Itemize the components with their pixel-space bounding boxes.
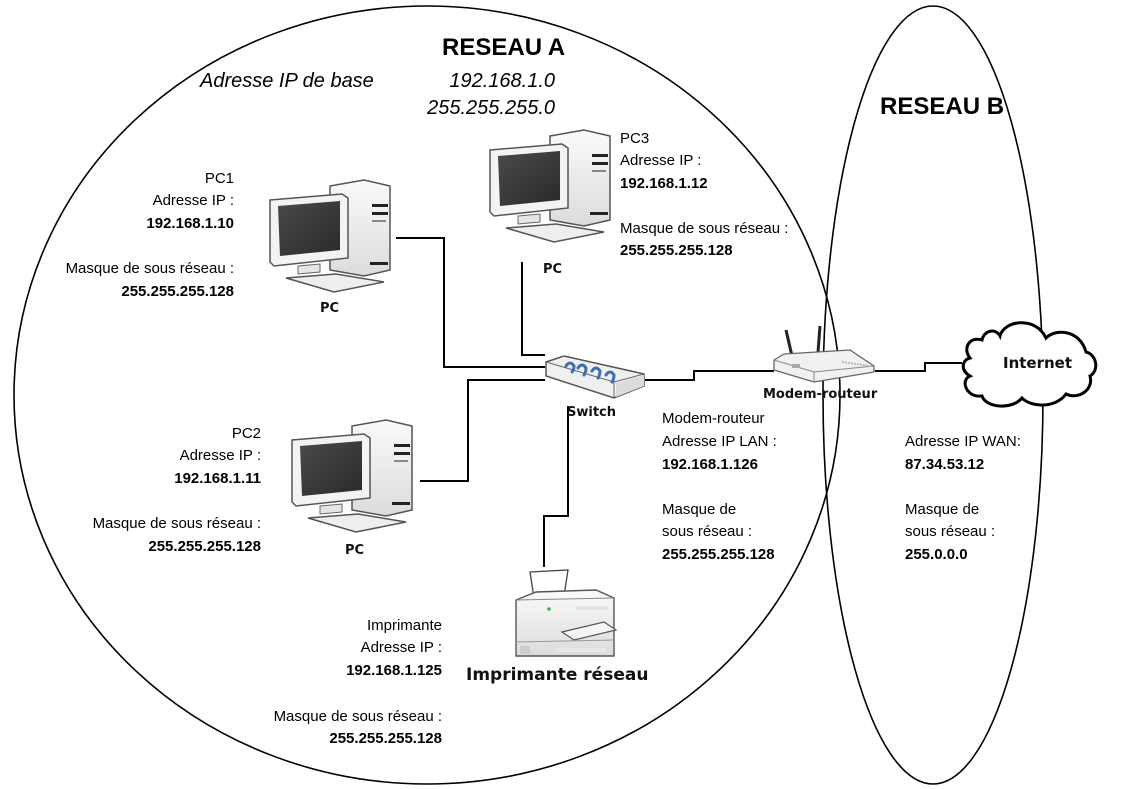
pc2-mask-label: Masque de sous réseau : (92, 515, 261, 532)
pc3-computer-icon (489, 129, 611, 243)
pc1-name: PC1 (204, 170, 234, 187)
network-a-boundary (13, 5, 841, 785)
printer-ip-value: 192.168.1.125 (346, 662, 442, 679)
router-lan-mask-label-1: Masque de (662, 501, 737, 518)
network-b-title: RESEAU B (880, 93, 1005, 120)
router-wan-mask-label-1: Masque de (905, 501, 980, 518)
cable-pc2-switch (420, 379, 545, 482)
pc3-icon-label: PC (543, 262, 563, 277)
base-ip-value: 192.168.1.0 (449, 70, 555, 92)
internet-cloud-icon (961, 321, 1098, 408)
printer-mask-value: 255.255.255.128 (329, 730, 442, 747)
printer-icon-label: Imprimante réseau (466, 665, 649, 685)
cable-pc3-switch (521, 262, 545, 356)
router-icon-label: Modem-routeur (763, 387, 878, 402)
internet-label: Internet (1003, 354, 1073, 372)
cable-pc1-switch (396, 237, 545, 368)
pc2-computer-icon (291, 419, 413, 533)
router-lan-mask-value: 255.255.255.128 (662, 546, 775, 563)
router-wan-mask-label-2: sous réseau : (905, 523, 996, 540)
printer-mask-label: Masque de sous réseau : (273, 708, 442, 725)
router-lan-ip-label: Adresse IP LAN : (662, 433, 777, 450)
pc3-name: PC3 (620, 130, 650, 147)
network-a-title: RESEAU A (442, 34, 566, 61)
printer-ip-label: Adresse IP : (360, 639, 442, 656)
base-mask-value: 255.255.255.0 (427, 97, 555, 119)
pc3-ip-value: 192.168.1.12 (620, 175, 708, 192)
pc1-icon-label: PC (320, 301, 340, 316)
network-printer-icon (515, 569, 618, 657)
base-ip-label: Adresse IP de base (200, 70, 374, 92)
cable-router-internet (875, 362, 962, 372)
pc1-mask-value: 255.255.255.128 (121, 283, 234, 300)
router-wan-mask-value: 255.0.0.0 (905, 546, 968, 563)
pc2-name: PC2 (231, 425, 261, 442)
pc2-icon-label: PC (345, 543, 365, 558)
printer-name: Imprimante (366, 617, 442, 634)
router-wan-ip-value: 87.34.53.12 (905, 456, 985, 473)
pc2-ip-value: 192.168.1.11 (174, 470, 261, 487)
router-name: Modem-routeur (662, 410, 765, 427)
pc1-ip-label: Adresse IP : (152, 192, 234, 209)
pc2-mask-value: 255.255.255.128 (148, 538, 261, 555)
pc3-mask-label: Masque de sous réseau : (620, 220, 789, 237)
router-lan-mask-label-2: sous réseau : (662, 523, 753, 540)
pc1-ip-value: 192.168.1.10 (146, 215, 234, 232)
modem-router-icon (773, 325, 875, 383)
pc3-ip-label: Adresse IP : (620, 152, 702, 169)
cable-switch-router (645, 370, 774, 381)
pc1-computer-icon (269, 179, 391, 293)
pc1-mask-label: Masque de sous réseau : (65, 260, 234, 277)
cable-printer-switch (543, 406, 569, 567)
router-wan-ip-label: Adresse IP WAN: (905, 433, 1021, 450)
pc2-ip-label: Adresse IP : (179, 447, 261, 464)
router-lan-ip-value: 192.168.1.126 (662, 456, 758, 473)
switch-icon (545, 355, 645, 399)
switch-icon-label: Switch (567, 405, 617, 420)
pc3-mask-value: 255.255.255.128 (620, 242, 733, 259)
